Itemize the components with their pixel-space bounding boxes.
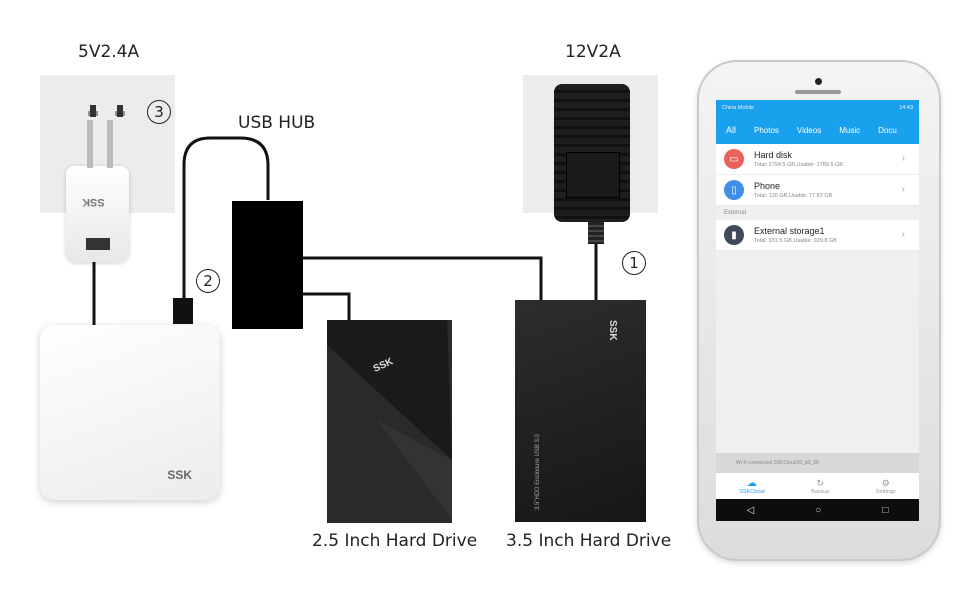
external-storage-title: External storage1: [754, 226, 825, 236]
hard-drive-25: SSK: [327, 320, 452, 523]
chevron-right-icon: ›: [901, 184, 905, 195]
backup-icon: ↻: [816, 477, 825, 488]
phone-camera: [815, 78, 822, 85]
usb-charger: SSK: [66, 166, 129, 262]
nav-sskcloud-label: SSKCloud: [739, 488, 765, 495]
tab-music[interactable]: Music: [839, 125, 861, 135]
marker-3: 3: [147, 100, 171, 124]
charger-brand: SSK: [82, 196, 105, 208]
phone-screen: China Mobile 14:43 All Photos Videos Mus…: [716, 100, 919, 521]
phone-icon: ▯: [724, 180, 744, 200]
system-nav-bar: ◁ ○ □: [716, 499, 919, 521]
charger-prongs: [87, 120, 93, 168]
adapter-cable-strain: [588, 222, 604, 244]
socket-icon: [84, 97, 130, 129]
status-carrier: China Mobile: [722, 105, 755, 111]
charger-prong-2: [107, 120, 113, 168]
nav-backup-label: Backup: [811, 488, 830, 495]
drive-25-label: 2.5 Inch Hard Drive: [312, 531, 478, 551]
bottom-nav: ☁SSKCloud ↻Backup ⚙Settings: [716, 473, 919, 499]
hard-disk-icon: ▭: [724, 149, 744, 169]
phone-title: Phone: [754, 181, 781, 191]
section-external: External: [716, 206, 919, 220]
drive-35-label: 3.5 Inch Hard Drive: [506, 531, 672, 551]
usb-plug: [173, 298, 193, 324]
list-item-hard-disk[interactable]: ▭ Hard disk Total: 2794.5 GB,Usable: 278…: [716, 144, 919, 175]
status-time: 14:43: [899, 105, 913, 111]
power-label-right: 12V2A: [565, 42, 621, 62]
hard-drive-35: SSK 3.5"HDD Enclosure USB 3.0: [515, 300, 646, 522]
tab-documents[interactable]: Docu: [878, 125, 897, 135]
back-icon[interactable]: ◁: [746, 504, 755, 516]
usb-hub-label: USB HUB: [238, 113, 316, 133]
marker-2: 2: [196, 269, 220, 293]
category-tabs: All Photos Videos Music Docu: [716, 116, 919, 144]
power-adapter: [554, 84, 630, 222]
status-bar: China Mobile 14:43: [716, 100, 919, 116]
wifi-status: Wi-Fi connected SSKCloud10_d3_58: [716, 453, 919, 473]
home-icon[interactable]: ○: [815, 504, 822, 516]
hard-disk-title: Hard disk: [754, 150, 793, 160]
charger-usb-ports: [86, 238, 110, 250]
tab-all[interactable]: All: [726, 125, 737, 135]
tab-photos[interactable]: Photos: [754, 125, 779, 135]
tab-videos[interactable]: Videos: [796, 125, 822, 135]
usb-hub-device: [232, 201, 303, 329]
recents-icon[interactable]: □: [882, 504, 889, 516]
nav-settings[interactable]: ⚙Settings: [876, 478, 896, 495]
power-label-left: 5V2.4A: [78, 42, 140, 62]
chevron-right-icon: ›: [901, 153, 905, 164]
list-item-phone[interactable]: ▯ Phone Total: 120 GB,Usable: 77.87 GB ›: [716, 175, 919, 206]
adapter-label-area: [566, 152, 620, 198]
usb-storage-icon: ▮: [724, 225, 744, 245]
cloud-icon: ☁: [746, 477, 757, 489]
nav-backup[interactable]: ↻Backup: [811, 478, 829, 495]
gear-icon: ⚙: [881, 477, 890, 488]
phone-capacity: Total: 120 GB,Usable: 77.87 GB: [754, 193, 833, 199]
router-brand: SSK: [167, 468, 192, 482]
nav-sskcloud[interactable]: ☁SSKCloud: [739, 478, 764, 495]
hard-disk-capacity: Total: 2794.5 GB,Usable: 2789.5 GB: [754, 162, 843, 168]
external-storage-capacity: Total: 931.5 GB,Usable: 929.8 GB: [754, 238, 837, 244]
phone-speaker: [795, 90, 841, 94]
marker-1: 1: [622, 251, 646, 275]
drive-35-side-text: 3.5"HDD Enclosure USB 3.0: [535, 434, 541, 510]
chevron-right-icon: ›: [901, 229, 905, 240]
drive-35-brand: SSK: [607, 320, 618, 341]
list-item-external-storage[interactable]: ▮ External storage1 Total: 931.5 GB,Usab…: [716, 220, 919, 251]
nav-settings-label: Settings: [875, 488, 896, 495]
router-device: SSK: [40, 325, 220, 500]
